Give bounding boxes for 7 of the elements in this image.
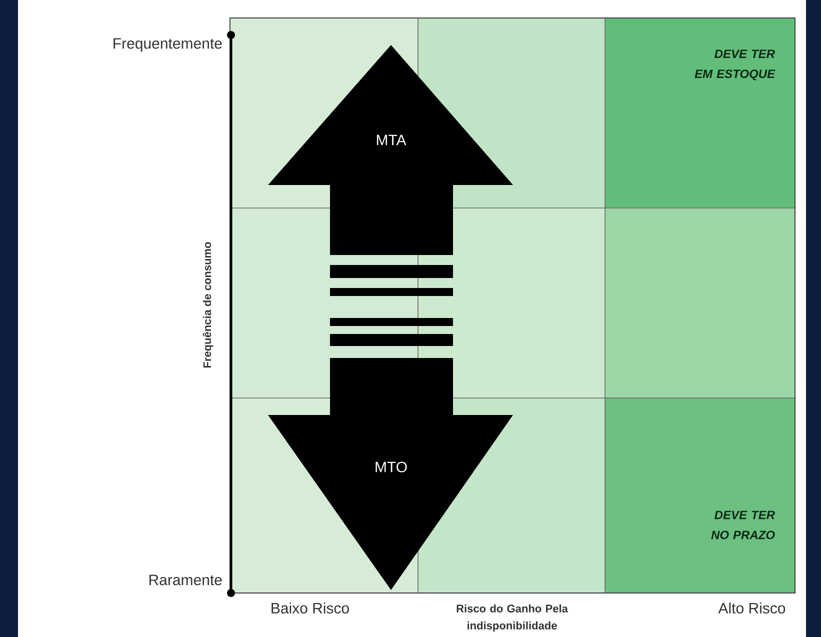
- axis-label: Frequência de consumo: [202, 242, 214, 368]
- axis-label: Raramente: [150, 574, 222, 586]
- axis-label: Frequentemente: [114, 38, 222, 52]
- quadrant-text: DEVE TER NO PRAZO: [711, 510, 775, 540]
- quadrant-text: DEVE TER EM ESTOQUE: [694, 50, 776, 80]
- axis-label: Risco do Ganho Pela indisponibilidade: [456, 604, 568, 632]
- axis-label: Alto Risco: [718, 602, 786, 614]
